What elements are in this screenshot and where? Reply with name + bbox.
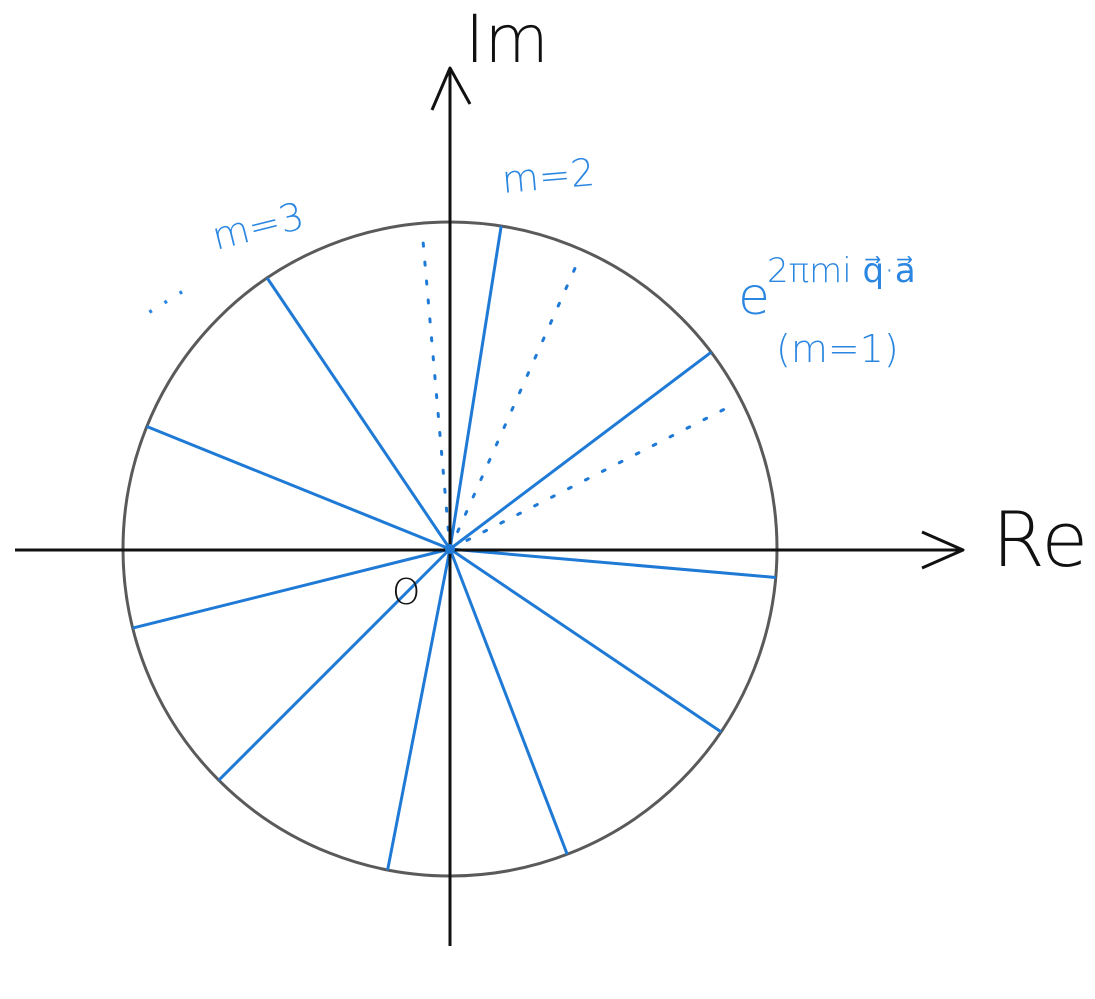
dotted-phasor-ray-2	[448, 260, 580, 551]
phasor-ray-8	[448, 548, 569, 855]
real-axis-arrowhead	[921, 530, 965, 570]
phasor-ray-7	[386, 548, 452, 871]
dotted-phasor-rays	[421, 234, 732, 551]
phasor-ray-10	[449, 547, 776, 579]
phasor-ray-3	[265, 277, 452, 550]
dotted-phasor-ray-3	[421, 234, 452, 551]
imaginary-axis-arrowhead	[430, 66, 472, 111]
exponential-exponent: 2πmi q⃗·a⃗	[767, 251, 916, 291]
label-m-equals-2: m=2	[500, 150, 597, 202]
phasor-ray-6	[217, 547, 452, 782]
label-m-equals-1: (m=1)	[776, 327, 899, 371]
dotted-phasor-ray-1	[448, 405, 732, 551]
label-m-equals-3: m=3	[208, 194, 309, 259]
phasor-ray-4	[146, 425, 451, 551]
origin-label: O	[392, 572, 420, 613]
ellipsis-label: · · ·	[138, 276, 193, 328]
phasor-ray-2	[448, 225, 503, 550]
exponential-base: e	[738, 267, 770, 327]
imaginary-axis-label: Im	[465, 1, 549, 78]
solid-phasor-rays	[132, 225, 776, 871]
real-axis-label: Re	[992, 495, 1088, 584]
phasor-ray-9	[449, 547, 722, 734]
phasor-ray-1	[449, 351, 713, 551]
origin-point	[445, 544, 455, 554]
phasor-ray-5	[132, 547, 451, 630]
